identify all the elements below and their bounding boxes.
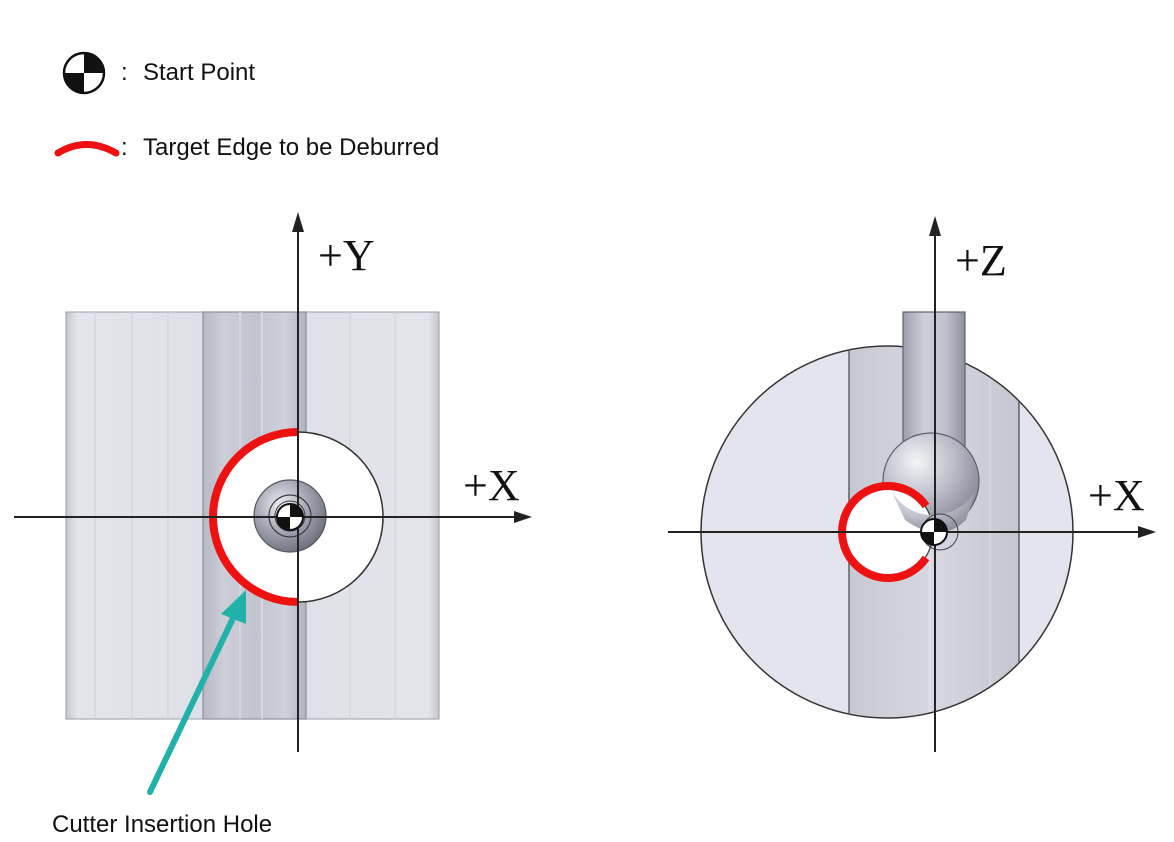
axis-label-plus-y: +Y: [318, 231, 375, 280]
surface-streaks: [94, 312, 396, 719]
callout-label: Cutter Insertion Hole: [52, 811, 272, 838]
start-point-marker-icon: [276, 503, 304, 531]
start-point-marker-icon: [62, 51, 106, 95]
axis-label-plus-x: +X: [1088, 471, 1145, 520]
start-point-marker-icon: [920, 518, 948, 546]
callout-arrow: [147, 590, 246, 795]
red-arc-icon: [54, 141, 120, 157]
z-axis: [929, 216, 941, 752]
left-view-xy: +Y +X Cutter Insertion Hole: [14, 212, 532, 838]
x-axis: [14, 511, 532, 523]
x-axis: [668, 526, 1156, 538]
legend-target-edge-label: Target Edge to be Deburred: [143, 134, 439, 161]
axis-label-plus-z: +Z: [955, 236, 1007, 285]
legend-separator: :: [121, 134, 128, 161]
legend: : Start Point : Target Edge to be Deburr…: [54, 51, 439, 161]
axis-label-plus-x: +X: [463, 461, 520, 510]
right-view-xz: +Z +X: [668, 216, 1156, 752]
legend-separator: :: [121, 59, 128, 86]
y-axis: [292, 212, 304, 752]
legend-start-point-label: Start Point: [143, 59, 255, 86]
